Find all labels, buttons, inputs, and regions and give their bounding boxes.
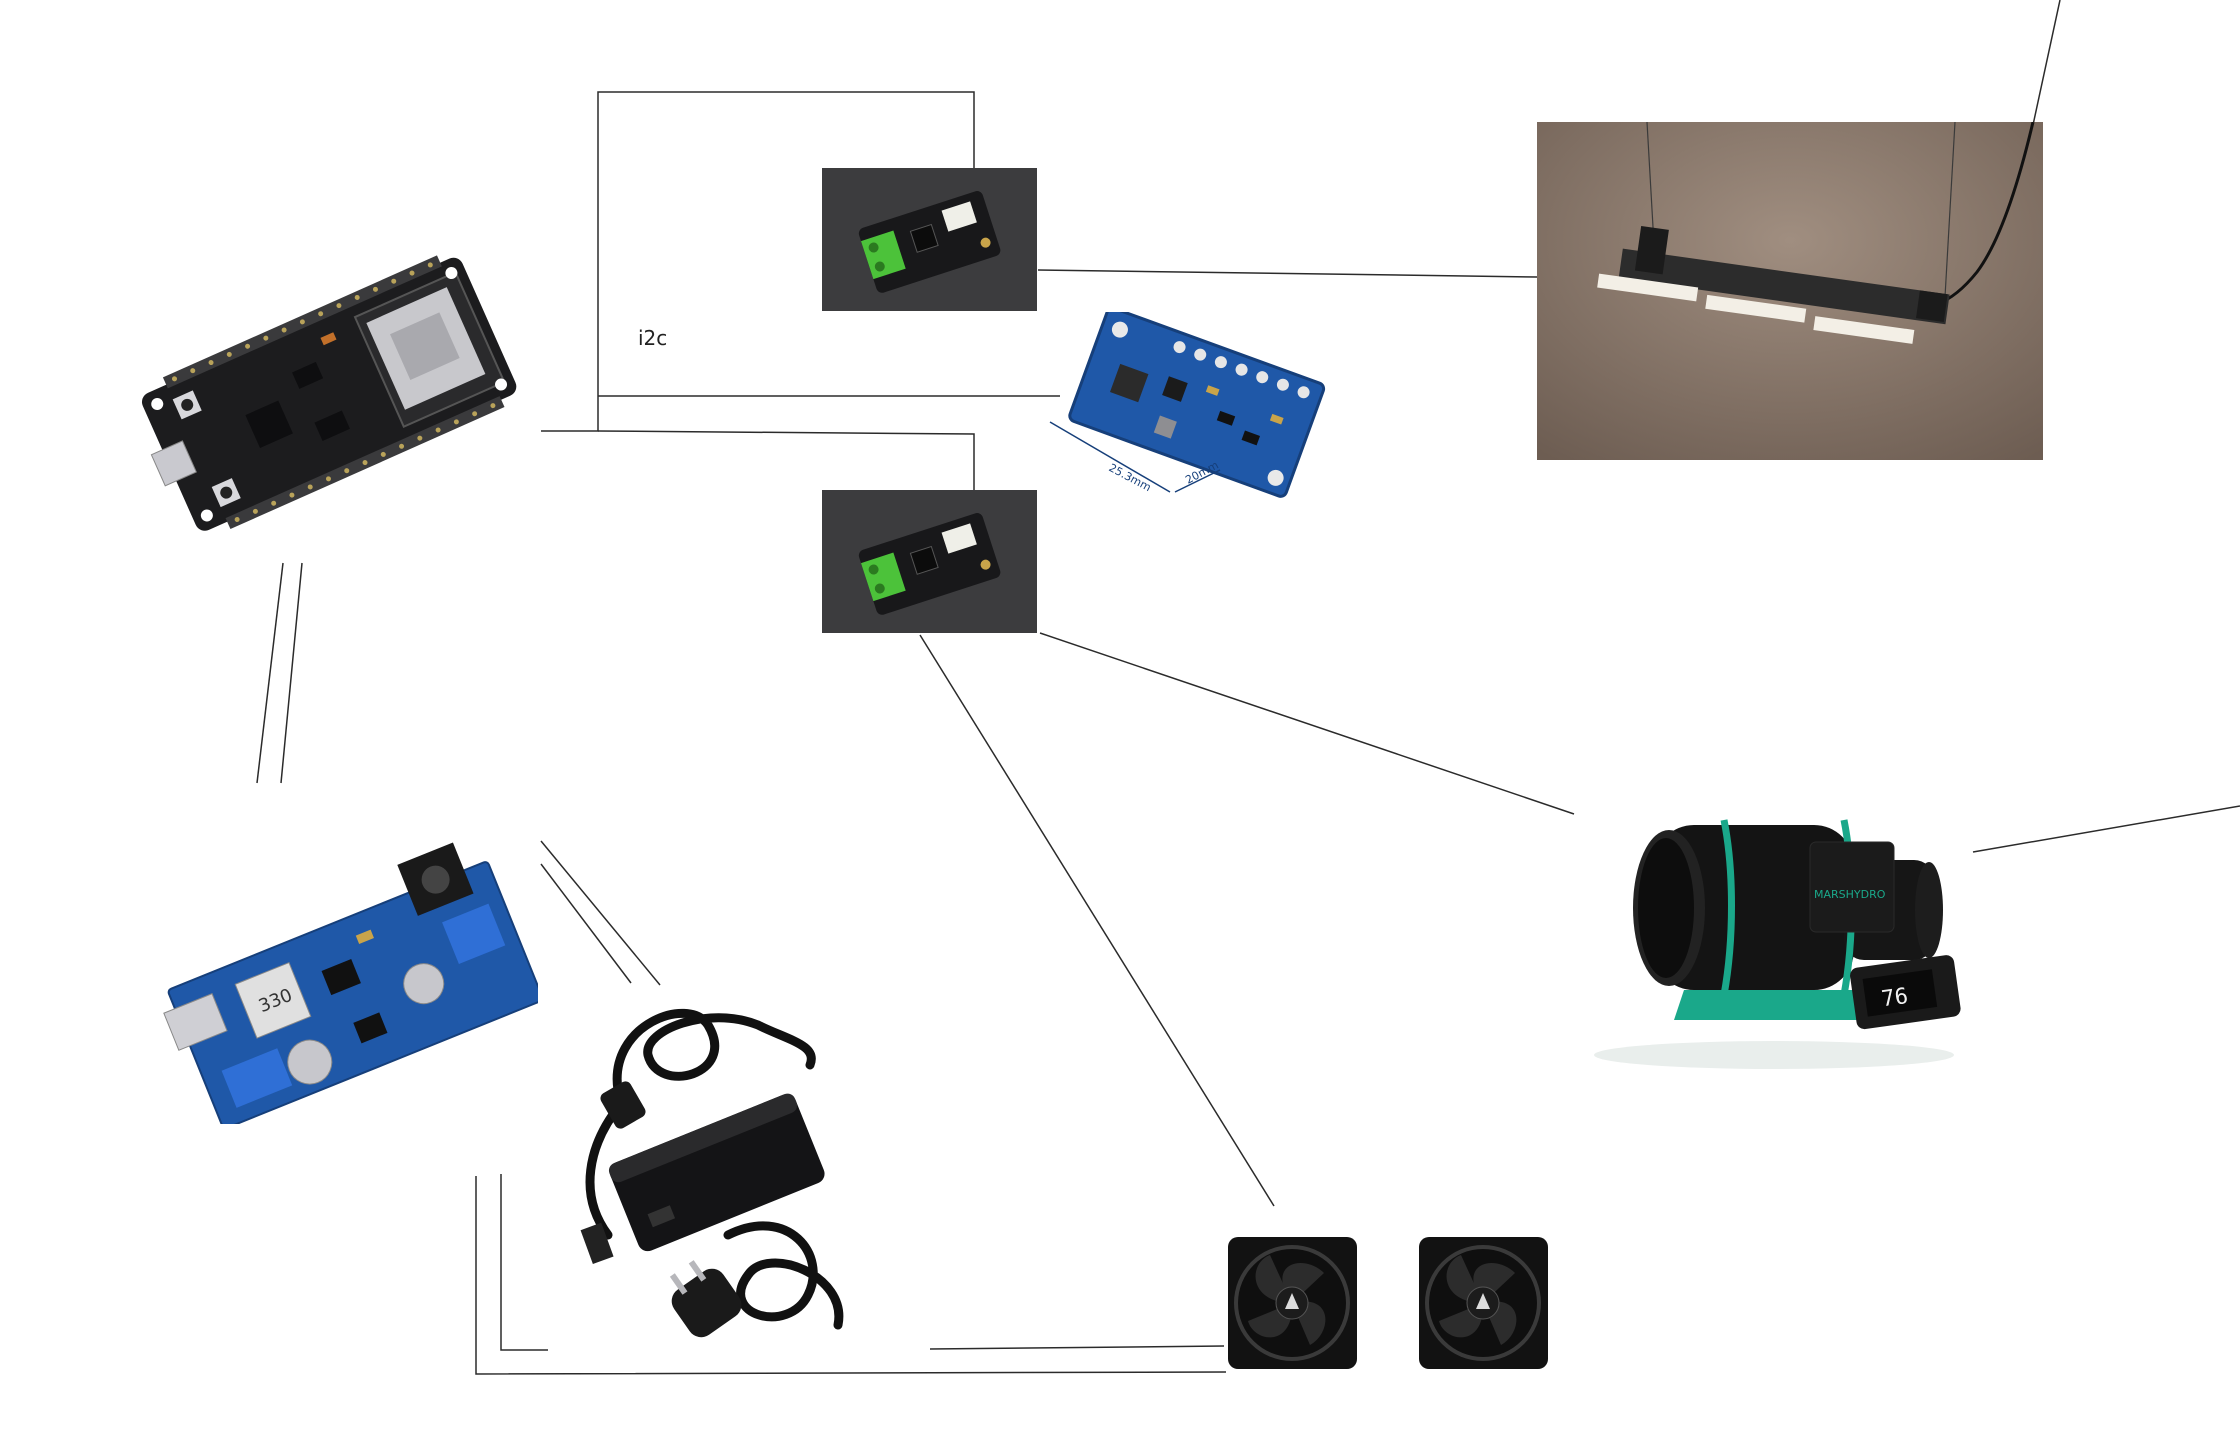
esp-to-buck-wire-b bbox=[280, 562, 303, 784]
inline-duct-fan: MARSHYDRO 76 bbox=[1574, 780, 1974, 1080]
pwm2-to-fans-wire bbox=[919, 634, 1275, 1207]
case-fan-2 bbox=[1415, 1233, 1552, 1373]
pwm1-to-led-wire bbox=[1037, 269, 1538, 278]
buck-converter: 330 bbox=[156, 832, 538, 1124]
buck-to-psu-wire-b bbox=[540, 863, 632, 984]
led-power-cord bbox=[2032, 0, 2061, 126]
i2c-branch-pwm2 bbox=[597, 430, 975, 490]
pwm2-to-ductfan-wire bbox=[1039, 632, 1575, 815]
psu-ground-wire-b bbox=[475, 1176, 1227, 1375]
led-grow-light bbox=[1537, 122, 2043, 460]
esp-to-buck-wire-a bbox=[256, 562, 284, 784]
psu-to-fans-wire bbox=[929, 1345, 1225, 1350]
power-adapter bbox=[548, 985, 930, 1363]
i2c-bus-label: i2c bbox=[638, 326, 668, 350]
pwm-module-1 bbox=[822, 168, 1037, 311]
case-fan-1 bbox=[1224, 1233, 1361, 1373]
duct-fan-display: 76 bbox=[1880, 984, 1910, 1012]
sensor-board: 25.3mm 20mm bbox=[1040, 312, 1350, 512]
pwm-module-2 bbox=[822, 490, 1037, 633]
psu-ground-wire-a bbox=[500, 1174, 548, 1351]
ductfan-power-wire bbox=[1972, 805, 2240, 853]
buck-to-psu-wire-a bbox=[540, 840, 661, 986]
duct-fan-brand: MARSHYDRO bbox=[1814, 888, 1886, 901]
i2c-bus-wire bbox=[541, 91, 975, 432]
esp32-board bbox=[136, 238, 530, 558]
